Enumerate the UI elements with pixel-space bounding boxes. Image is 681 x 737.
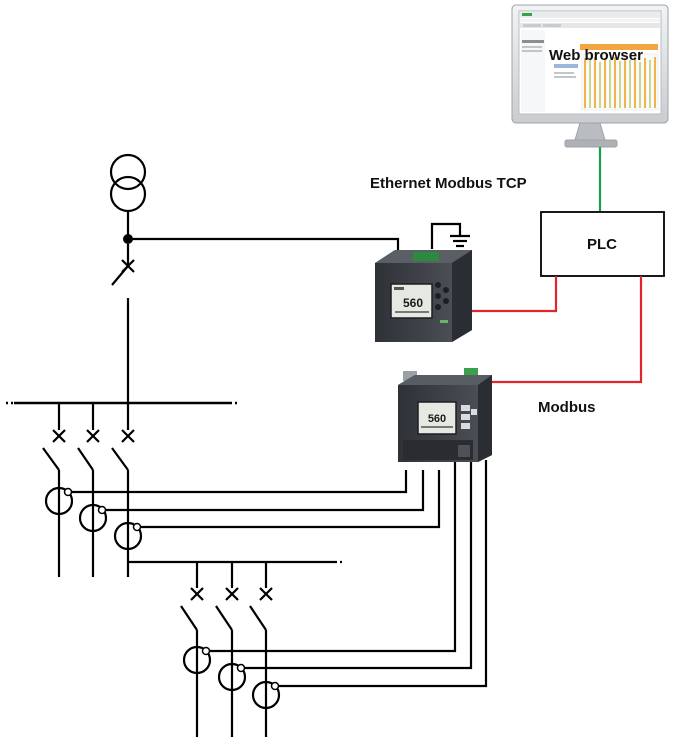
feeder-1: [42, 403, 66, 577]
ct-3-icon: [113, 521, 143, 551]
web-browser-label: Web browser: [549, 47, 643, 64]
feeder-6: [249, 562, 273, 737]
ethernet-label: Ethernet Modbus TCP: [370, 175, 527, 192]
ct-6-icon: [251, 680, 281, 710]
din-meter-reading: 560: [428, 413, 446, 425]
plc-box: [540, 211, 665, 277]
panel-meter-reading: 560: [403, 296, 423, 310]
feeder-2: [77, 403, 100, 577]
ct-6-wire: [278, 460, 488, 688]
ct-4-icon: [182, 645, 212, 675]
ct-1-icon: [44, 486, 74, 516]
incomer-breaker-icon: [111, 244, 135, 403]
modbus-link-panel-meter: [471, 276, 558, 313]
ct-2-wire: [105, 470, 425, 512]
ct-1-wire: [71, 470, 408, 494]
ct-3-wire: [140, 470, 441, 529]
feeder-5: [215, 562, 239, 737]
transformer-icon: [109, 153, 147, 244]
din-meter-icon: 560: [398, 368, 492, 462]
modbus-label: Modbus: [538, 399, 596, 416]
monitor-icon: [511, 4, 669, 148]
modbus-link-din-meter: [492, 276, 643, 384]
ct-5-icon: [217, 662, 247, 692]
din-meter-display: [417, 401, 457, 435]
plc-label: PLC: [587, 236, 617, 253]
feeder-3: [111, 403, 135, 577]
ct-2-icon: [78, 503, 108, 533]
feeder-4: [180, 562, 204, 737]
voltage-sense-wire: [128, 237, 400, 257]
ct-4-wire: [209, 460, 457, 653]
panel-meter-icon: 560: [375, 222, 472, 342]
ct-5-wire: [244, 460, 473, 670]
